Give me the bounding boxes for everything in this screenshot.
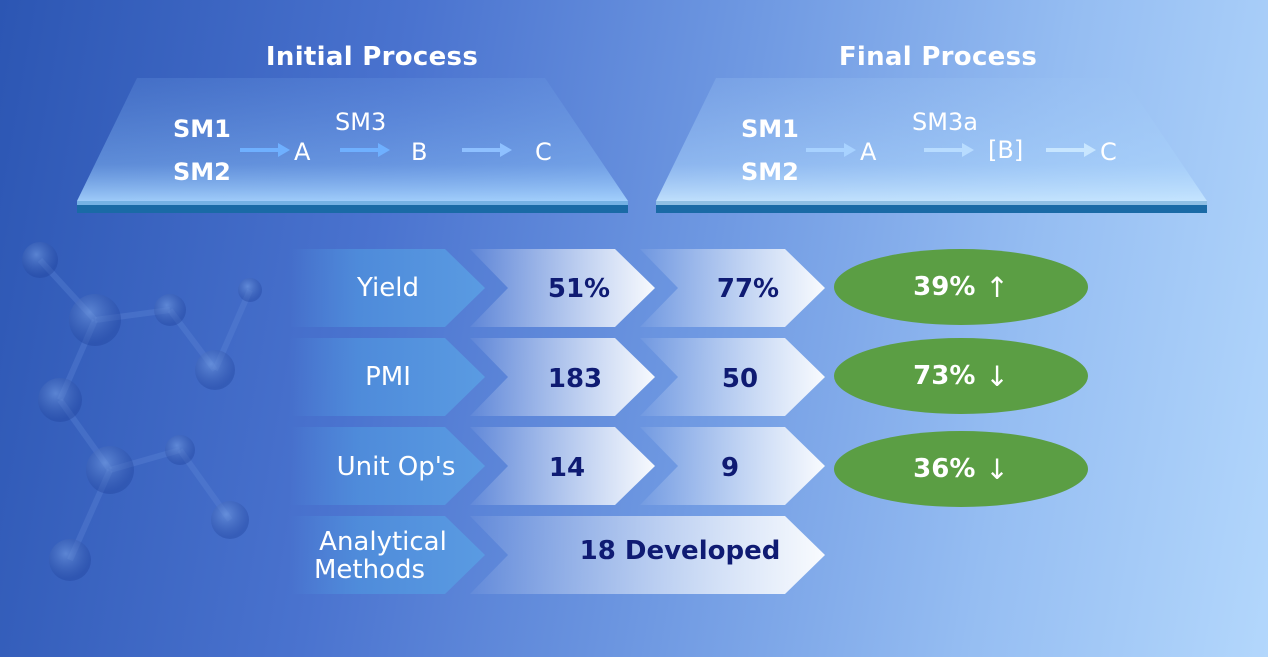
final-reagent-sm3a: SM3a <box>912 108 978 136</box>
initial-node-c: C <box>535 138 552 166</box>
final-arrow-2 <box>924 143 974 157</box>
pmi-initial-value: 183 <box>547 364 603 394</box>
final-sm1: SM1 <box>741 115 799 143</box>
final-arrow-3 <box>1046 143 1096 157</box>
analytical-line2: Methods <box>314 555 426 585</box>
final-node-c: C <box>1100 138 1117 166</box>
pmi-change-badge: 73% ↓ <box>834 338 1088 414</box>
final-process-title: Final Process <box>838 42 1038 72</box>
analytical-line1: Analytical <box>319 527 447 557</box>
unitops-final-value: 9 <box>720 453 740 483</box>
row-yield-chevrons <box>290 249 825 327</box>
row-unitops-chevrons <box>290 427 825 505</box>
unitops-initial-value: 14 <box>548 453 586 483</box>
initial-sm2: SM2 <box>173 158 231 186</box>
final-process-platform <box>656 78 1207 213</box>
yield-initial-value: 51% <box>547 274 611 304</box>
pmi-change-value: 73% <box>913 361 976 391</box>
initial-arrow-1 <box>240 143 290 157</box>
unitops-change-value: 36% <box>913 454 976 484</box>
final-arrow-1 <box>806 143 856 157</box>
arrow-up-icon: ↑ <box>985 270 1009 304</box>
arrow-down-icon: ↓ <box>985 359 1009 393</box>
final-node-a: A <box>860 138 877 166</box>
initial-process-platform <box>77 78 628 213</box>
metric-label-unit-ops: Unit Op's <box>336 452 456 482</box>
metric-chevrons <box>290 249 825 594</box>
initial-process-title: Initial Process <box>265 42 479 72</box>
metric-label-yield: Yield <box>357 273 419 303</box>
row-pmi-chevrons <box>290 338 825 416</box>
pmi-final-value: 50 <box>721 364 759 394</box>
yield-change-value: 39% <box>913 272 976 302</box>
initial-node-b: B <box>411 138 428 166</box>
initial-node-a: A <box>294 138 311 166</box>
yield-change-badge: 39% ↑ <box>834 249 1088 325</box>
final-node-b: [B] <box>988 136 1024 164</box>
initial-arrow-2 <box>340 143 390 157</box>
metric-label-analytical-methods: Analytical Methods <box>288 528 478 584</box>
final-sm2: SM2 <box>741 158 799 186</box>
initial-arrow-3 <box>462 143 512 157</box>
unitops-change-badge: 36% ↓ <box>834 431 1088 507</box>
initial-reagent-sm3: SM3 <box>335 108 387 136</box>
metric-label-pmi: PMI <box>365 362 411 392</box>
analytical-methods-value: 18 Developed <box>579 536 781 566</box>
arrow-down-icon: ↓ <box>985 452 1009 486</box>
initial-sm1: SM1 <box>173 115 231 143</box>
row-analytical-chevrons <box>290 516 825 594</box>
yield-final-value: 77% <box>716 274 780 304</box>
